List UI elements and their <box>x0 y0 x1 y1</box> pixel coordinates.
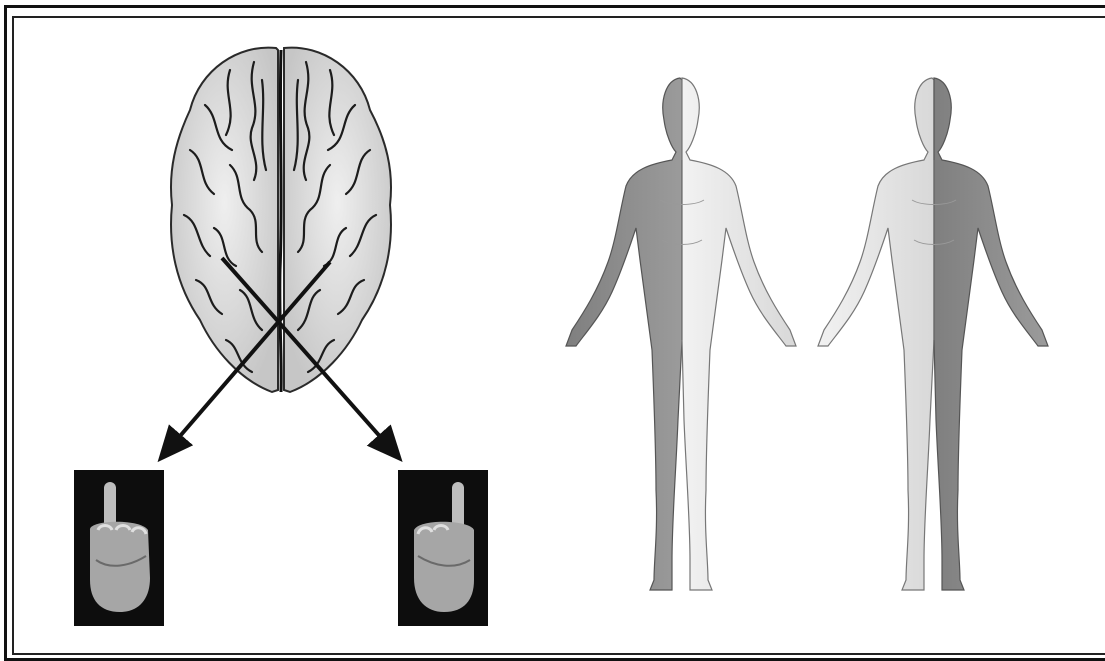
brain-right-hemisphere <box>284 48 391 392</box>
human-figure-icon <box>566 78 682 590</box>
human-figure-half <box>682 78 796 590</box>
body-panel <box>566 78 1048 590</box>
left-hand-card <box>74 470 164 626</box>
brain-fissure <box>280 50 281 392</box>
human-figure-half <box>934 78 1048 590</box>
brain-panel <box>74 48 488 626</box>
brain-icon <box>171 48 391 392</box>
human-figure-right <box>818 78 1048 590</box>
human-figure-left <box>566 78 796 590</box>
human-figure-icon <box>818 78 934 590</box>
right-hand-card <box>398 470 488 626</box>
